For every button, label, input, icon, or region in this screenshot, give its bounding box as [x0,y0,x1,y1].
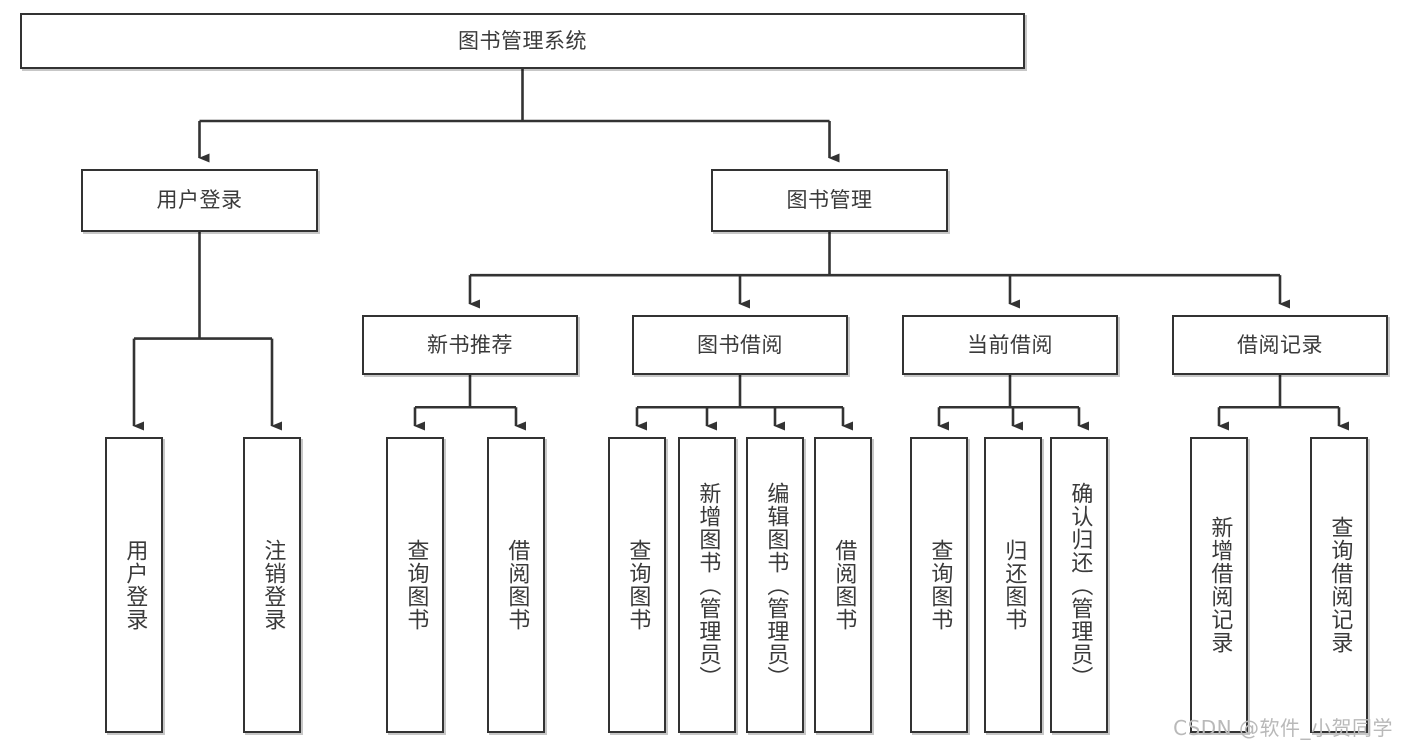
node-book-manage-label: 图书管理 [786,188,873,213]
node-borrow-record[interactable]: 借阅记录 [1172,315,1388,375]
node-book-borrow-label: 图书借阅 [697,332,783,357]
node-leaf-confirm-return[interactable]: 确认归还（管理员） [1050,437,1108,733]
node-leaf-query-record-label: 查询借阅记录 [1327,516,1353,654]
node-leaf-return-book[interactable]: 归还图书 [984,437,1042,733]
node-leaf-borrow-book-2[interactable]: 借阅图书 [814,437,872,733]
node-leaf-edit-book-label: 编辑图书（管理员） [763,481,789,689]
node-leaf-query-book-3-label: 查询图书 [927,539,953,631]
node-leaf-borrow-book-1-label: 借阅图书 [504,539,530,631]
node-root-label: 图书管理系统 [458,28,587,53]
node-new-book-recommend-label: 新书推荐 [427,332,513,357]
node-new-book-recommend[interactable]: 新书推荐 [362,315,578,375]
node-leaf-edit-book[interactable]: 编辑图书（管理员） [746,437,804,733]
node-leaf-add-record-label: 新增借阅记录 [1207,516,1233,654]
node-leaf-add-book[interactable]: 新增图书（管理员） [678,437,736,733]
node-leaf-borrow-book-1[interactable]: 借阅图书 [487,437,545,733]
node-user-login[interactable]: 用户登录 [81,169,318,232]
node-book-manage[interactable]: 图书管理 [711,169,948,232]
node-leaf-logout[interactable]: 注销登录 [243,437,301,733]
node-leaf-logout-label: 注销登录 [260,539,286,631]
node-leaf-user-login[interactable]: 用户登录 [105,437,163,733]
node-current-borrow-label: 当前借阅 [967,332,1053,357]
node-leaf-query-book-3[interactable]: 查询图书 [910,437,968,733]
node-leaf-user-login-label: 用户登录 [122,539,148,631]
node-current-borrow[interactable]: 当前借阅 [902,315,1118,375]
node-borrow-record-label: 借阅记录 [1237,332,1323,357]
node-root[interactable]: 图书管理系统 [20,13,1025,69]
node-leaf-query-book-2[interactable]: 查询图书 [608,437,666,733]
node-leaf-borrow-book-2-label: 借阅图书 [831,539,857,631]
node-leaf-confirm-return-label: 确认归还（管理员） [1067,481,1093,689]
node-leaf-query-book-2-label: 查询图书 [625,539,651,631]
node-leaf-query-book-1-label: 查询图书 [403,539,429,631]
node-leaf-add-book-label: 新增图书（管理员） [695,481,721,689]
node-user-login-label: 用户登录 [156,188,243,213]
node-book-borrow[interactable]: 图书借阅 [632,315,848,375]
watermark-text: CSDN @软件_小贺同学 [1173,716,1393,740]
node-leaf-add-record[interactable]: 新增借阅记录 [1190,437,1248,733]
node-leaf-return-book-label: 归还图书 [1001,539,1027,631]
node-leaf-query-record[interactable]: 查询借阅记录 [1310,437,1368,733]
node-leaf-query-book-1[interactable]: 查询图书 [386,437,444,733]
